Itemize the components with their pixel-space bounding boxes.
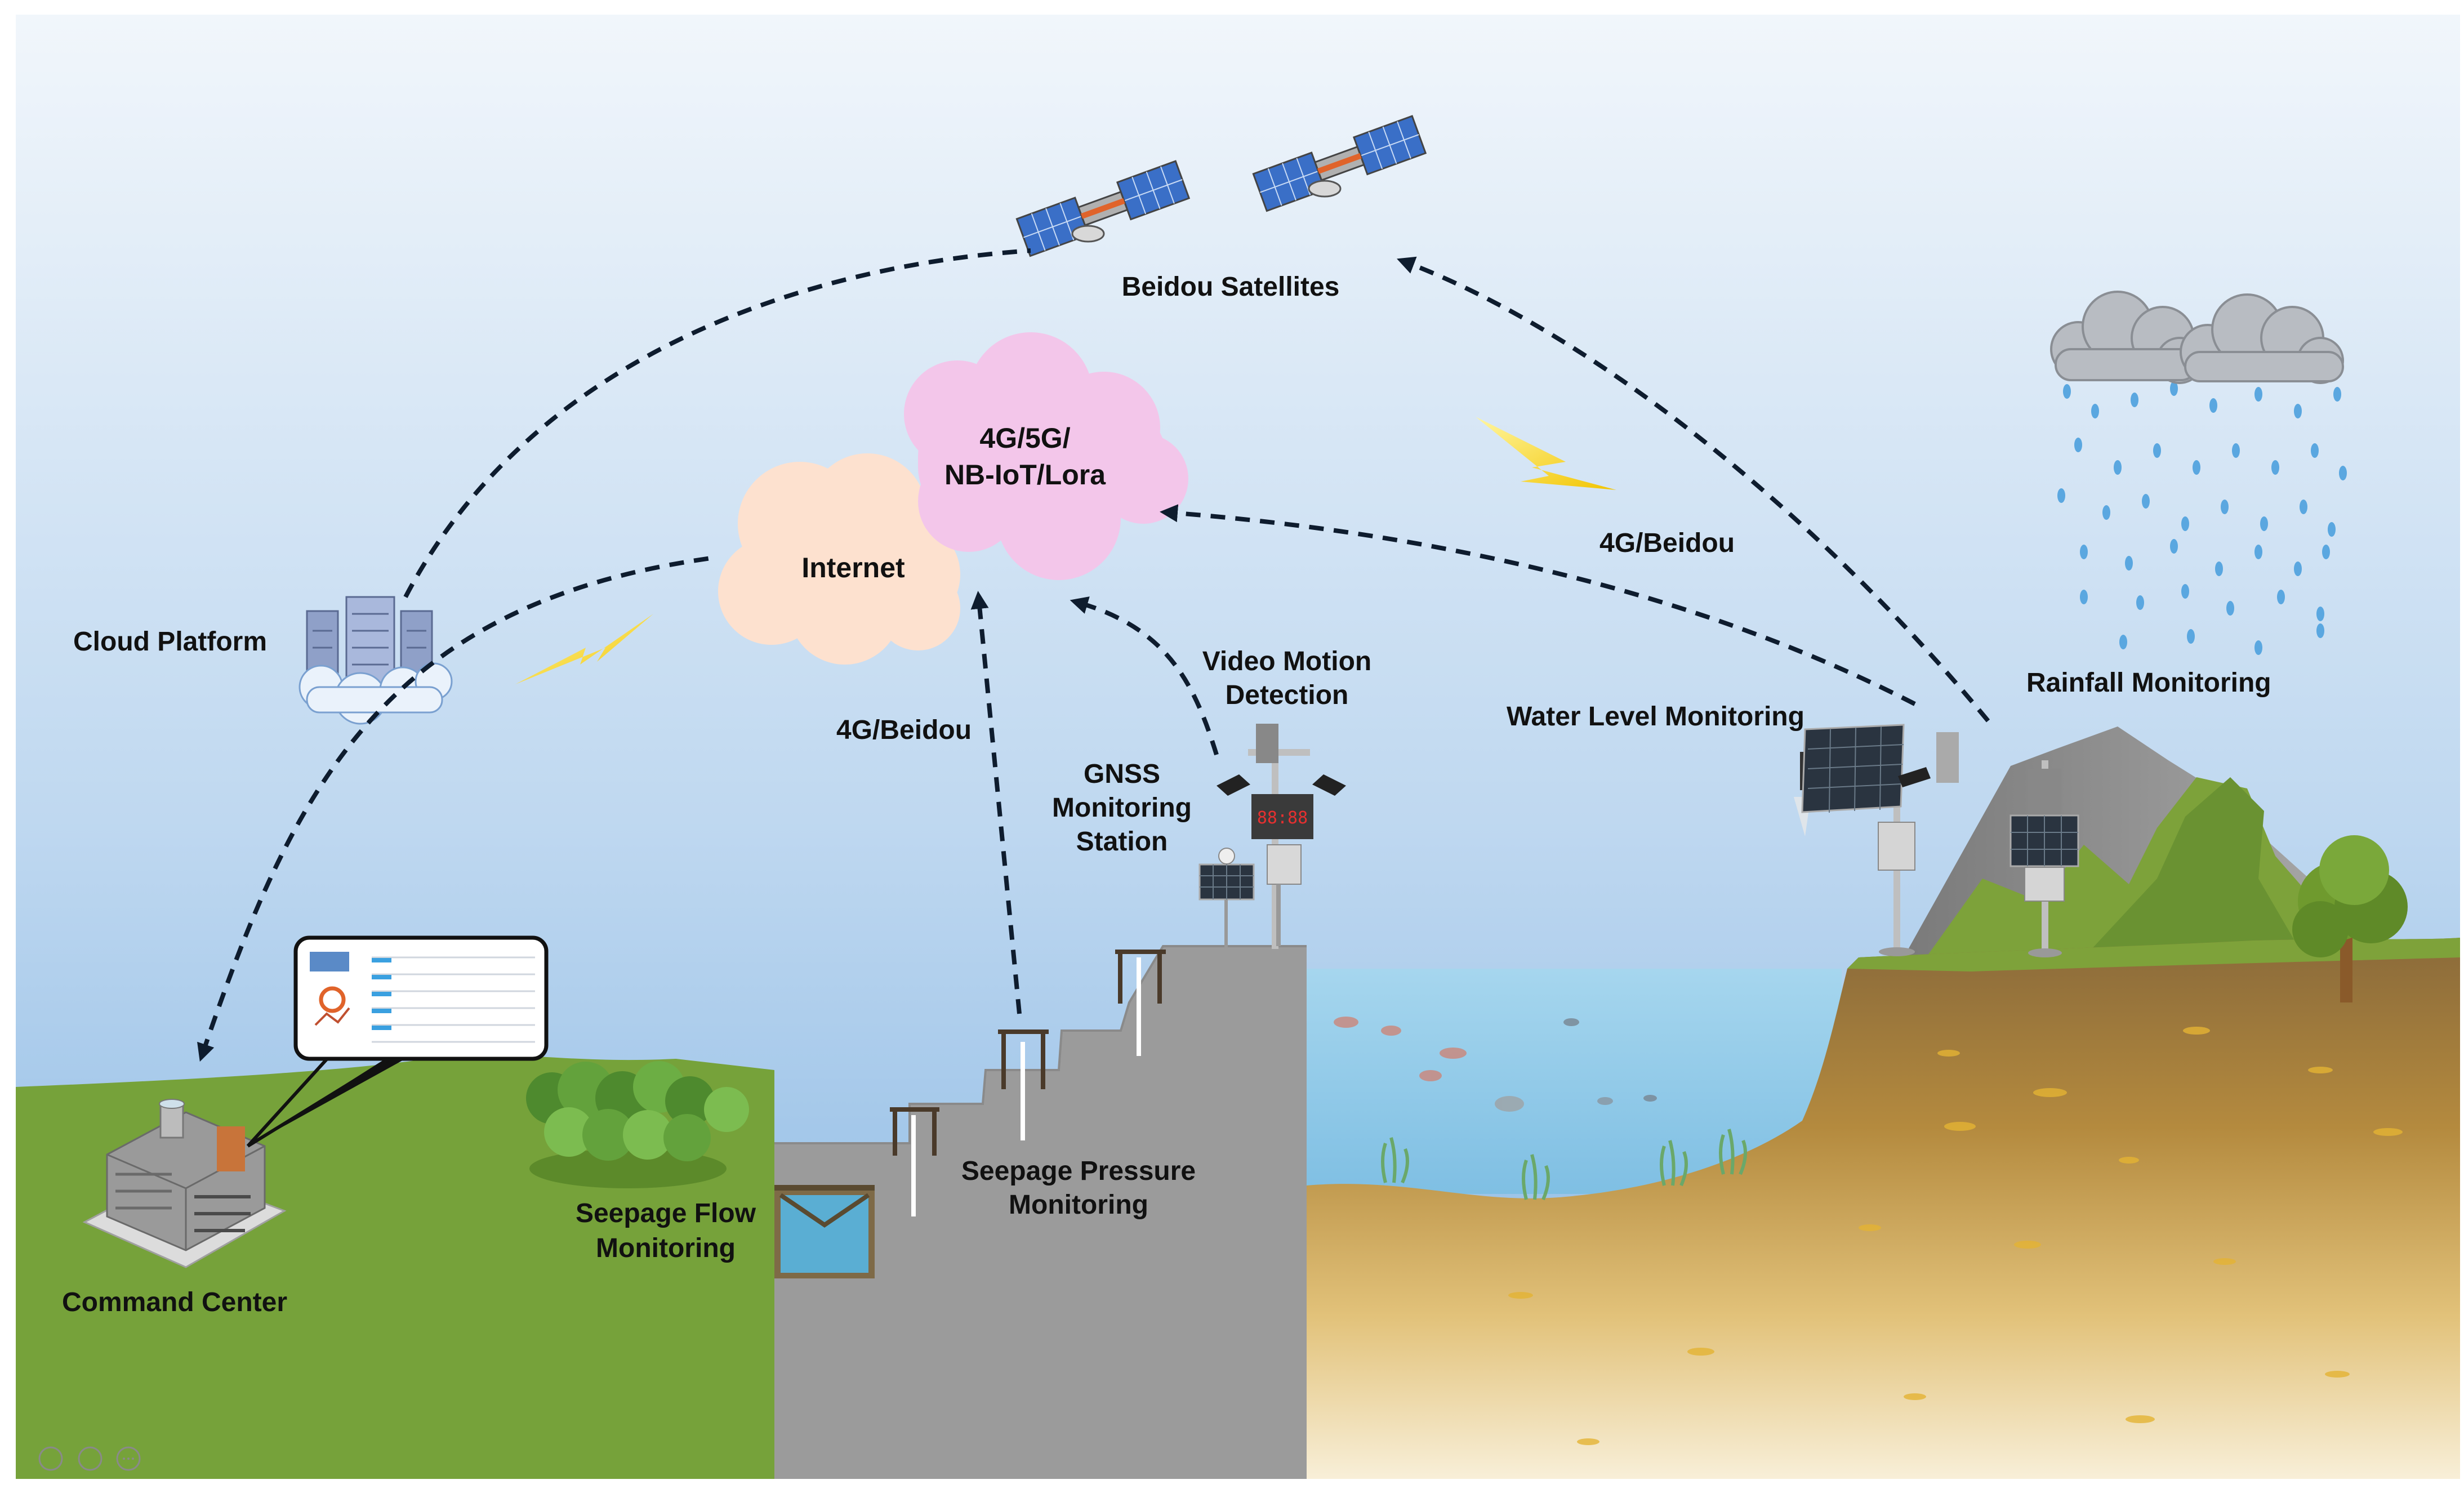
satellite-icon: [1015, 160, 1191, 257]
network-cloud: [904, 332, 1188, 580]
network-label-line2: NB-IoT/Lora: [944, 459, 1106, 491]
seepage-pressure-label-line1: Seepage Pressure: [961, 1156, 1196, 1186]
camera-icon: [1312, 774, 1346, 796]
rainfall-station: [2009, 760, 2079, 957]
link-label-4g-beidou-right: 4G/Beidou: [1599, 528, 1735, 558]
antenna-icon: [1256, 724, 1278, 763]
zoom-icon[interactable]: [78, 1446, 103, 1471]
water-plants: [1381, 1129, 1747, 1201]
gallery-icon[interactable]: [38, 1446, 63, 1471]
command-center-label: Command Center: [62, 1287, 287, 1317]
camera-icon: [1217, 774, 1250, 796]
link-seepage-to-network: [970, 591, 1022, 1014]
piezometer-1: [890, 1107, 939, 1216]
tree-cluster: [526, 1061, 749, 1188]
piezometer-3: [1115, 950, 1166, 1056]
piezometer-2: [998, 1029, 1049, 1140]
internet-cloud: [718, 453, 960, 665]
camera-icon: [1898, 767, 1931, 787]
soil-speckles: [1508, 1027, 2403, 1445]
beidou-satellites-label: Beidou Satellites: [1122, 272, 1340, 302]
link-internet-to-command-center: [197, 555, 716, 1062]
gnss-label-line2: Monitoring: [1052, 793, 1192, 823]
mountain: [1904, 727, 2365, 957]
video-motion-label-line2: Detection: [1226, 680, 1349, 710]
network-label-line1: 4G/5G/: [979, 422, 1070, 454]
dam-body: [774, 946, 1307, 1479]
building-icon: [82, 1099, 287, 1268]
link-water-level-to-network: [1160, 504, 1916, 706]
solar-panel-icon: [1801, 724, 1905, 813]
soil-cross-section: [1307, 938, 2460, 1479]
seepage-pressure-label-line2: Monitoring: [1009, 1190, 1148, 1220]
tree-icon: [2292, 835, 2408, 1002]
link-label-4g-beidou-left: 4G/Beidou: [836, 715, 972, 745]
gnss-video-station: 88:88: [1198, 724, 1346, 949]
rainfall-label: Rainfall Monitoring: [2026, 668, 2271, 698]
dashboard-callout: [246, 935, 549, 1148]
water-level-station: [1794, 724, 1959, 956]
lightning-icon: [515, 614, 653, 684]
seepage-flow-label-line2: Monitoring: [596, 1233, 736, 1263]
link-rainfall-to-satellite: [1397, 256, 1990, 723]
server-cloud-icon: [298, 596, 453, 725]
link-cloud-platform-to-satellite: [403, 248, 1031, 598]
svg-text:88:88: 88:88: [1257, 808, 1308, 828]
cloud-platform-label: Cloud Platform: [73, 627, 267, 657]
seepage-flow-weir: [774, 1185, 875, 1278]
lightning-icon: [1476, 417, 1616, 490]
video-motion-label-line1: Video Motion: [1202, 647, 1371, 676]
water-level-label: Water Level Monitoring: [1507, 702, 1804, 732]
rain-cloud-icon: [2050, 291, 2347, 655]
internet-label: Internet: [801, 552, 905, 583]
gnss-label-line1: GNSS: [1084, 759, 1160, 789]
viewer-toolbar[interactable]: [38, 1446, 141, 1471]
fish-icon: [1334, 1017, 1657, 1112]
gnss-label-line3: Station: [1076, 827, 1168, 857]
satellite-icon: [1252, 115, 1427, 212]
link-gnss-to-network: [1070, 596, 1219, 756]
seepage-flow-label-line1: Seepage Flow: [576, 1198, 756, 1228]
more-icon[interactable]: [116, 1446, 141, 1471]
